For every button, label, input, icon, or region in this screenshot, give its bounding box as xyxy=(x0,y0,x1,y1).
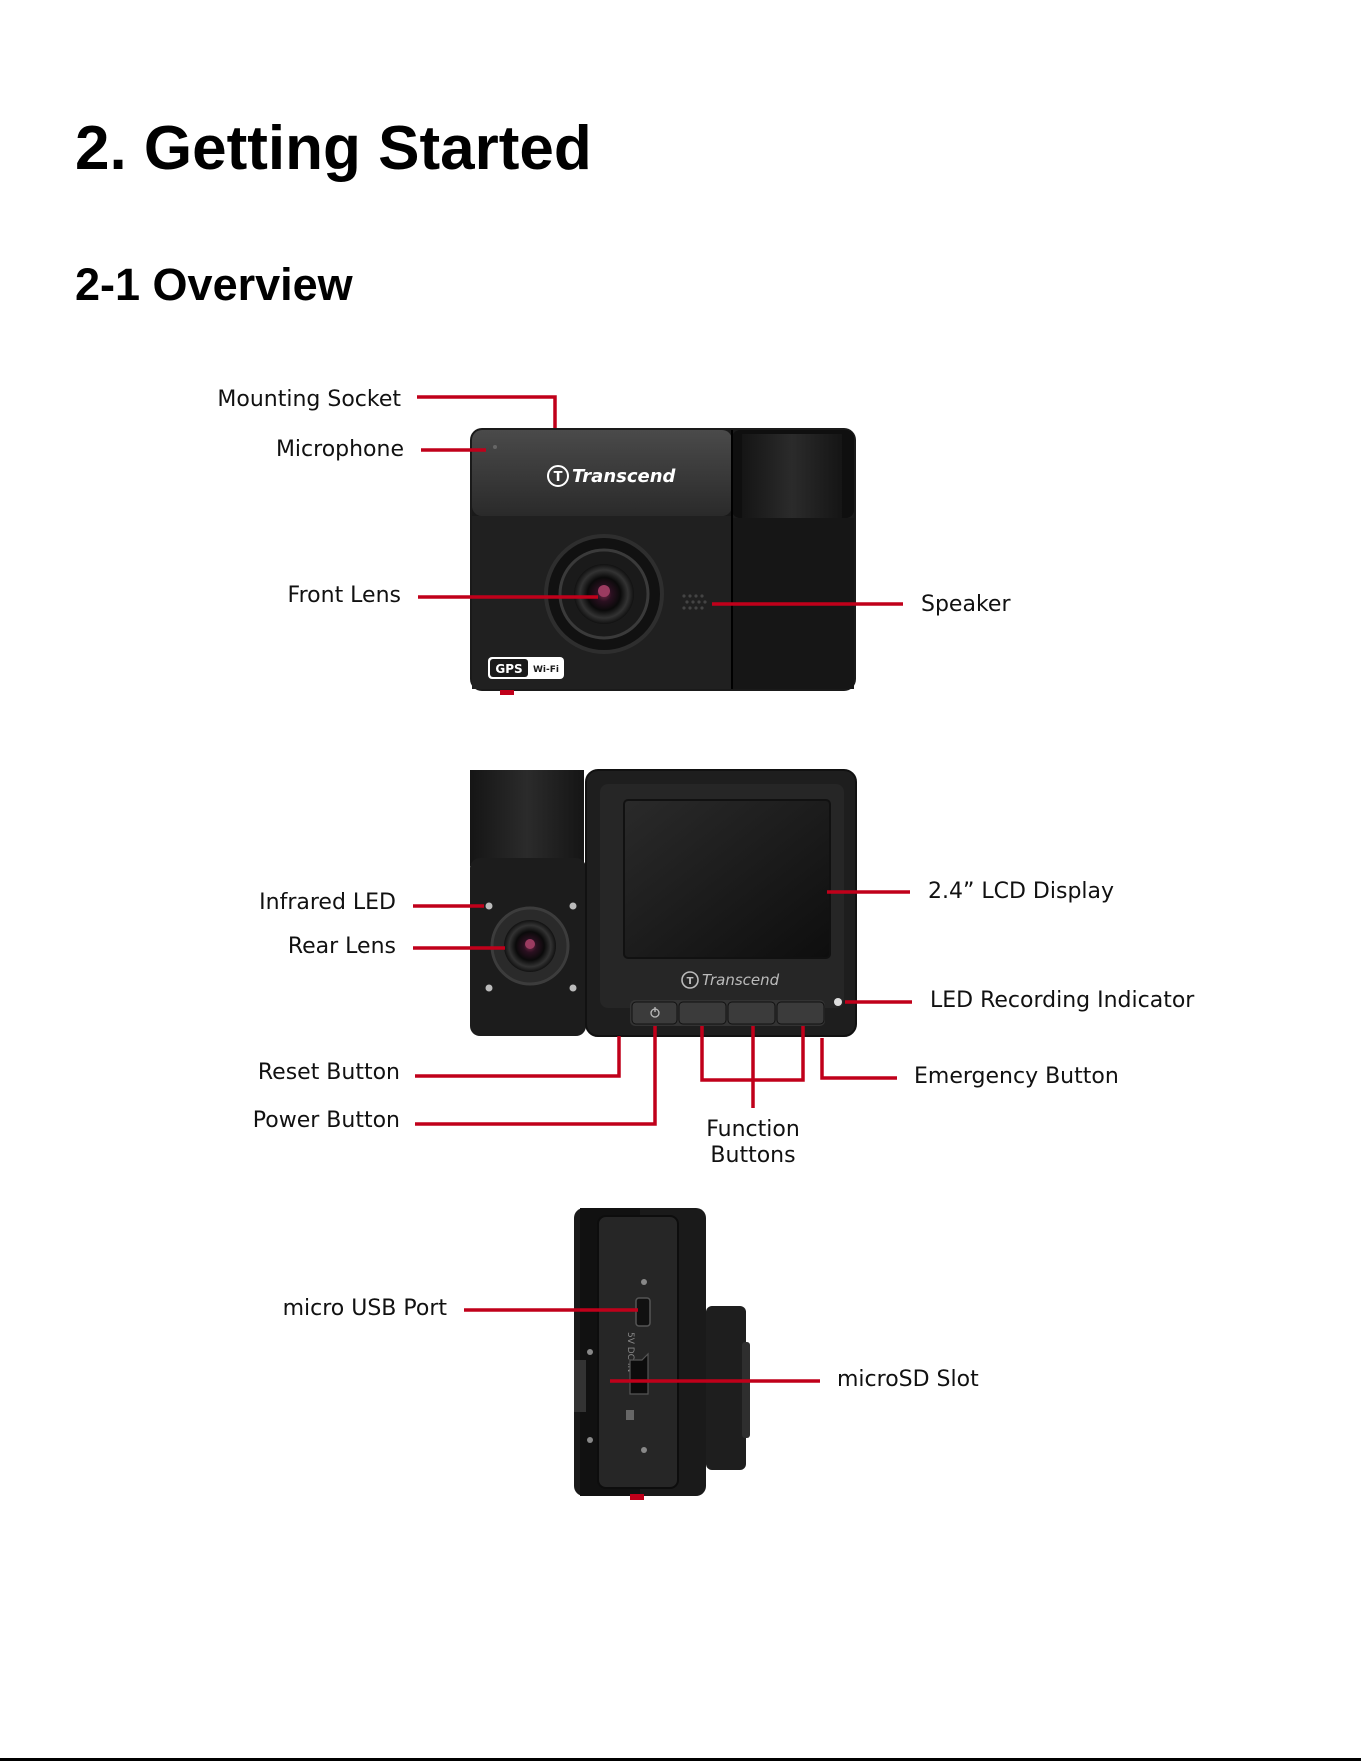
label-micro-usb-port: micro USB Port xyxy=(283,1298,447,1320)
microsd-slot-icon xyxy=(630,1354,648,1394)
svg-text:T: T xyxy=(687,976,694,987)
label-lcd-display: 2.4” LCD Display xyxy=(928,881,1114,903)
wifi-badge-text: Wi-Fi xyxy=(533,665,559,675)
label-power-button: Power Button xyxy=(253,1110,400,1132)
label-microsd-slot: microSD Slot xyxy=(837,1369,979,1391)
lcd-screen xyxy=(624,800,830,958)
svg-text:T: T xyxy=(554,470,563,485)
side-view-device: 5V DC IN xyxy=(574,1208,750,1500)
label-function-buttons: Function Buttons xyxy=(693,1117,813,1170)
label-microphone: Microphone xyxy=(276,439,404,461)
front-brand-name: Transcend xyxy=(572,466,677,487)
label-reset-button: Reset Button xyxy=(258,1062,400,1084)
gps-badge-text: GPS xyxy=(495,662,522,676)
front-view-device: T Transcend GPS Wi-Fi xyxy=(470,428,856,695)
label-speaker: Speaker xyxy=(921,594,1010,616)
usb-port-icon xyxy=(636,1298,650,1326)
rear-brand-name: Transcend xyxy=(702,971,780,989)
label-rear-lens: Rear Lens xyxy=(288,936,396,958)
label-led-recording-indicator: LED Recording Indicator xyxy=(930,990,1194,1012)
label-front-lens: Front Lens xyxy=(288,585,401,607)
rear-view-device: T Transcend xyxy=(470,770,856,1036)
label-mounting-socket: Mounting Socket xyxy=(217,389,401,411)
front-lens-icon xyxy=(546,536,662,652)
label-emergency-button: Emergency Button xyxy=(914,1066,1119,1088)
led-indicator-icon xyxy=(834,998,842,1006)
gps-wifi-badge: GPS Wi-Fi xyxy=(488,657,564,679)
label-infrared-led: Infrared LED xyxy=(259,892,396,914)
rear-lens-icon xyxy=(492,908,568,984)
